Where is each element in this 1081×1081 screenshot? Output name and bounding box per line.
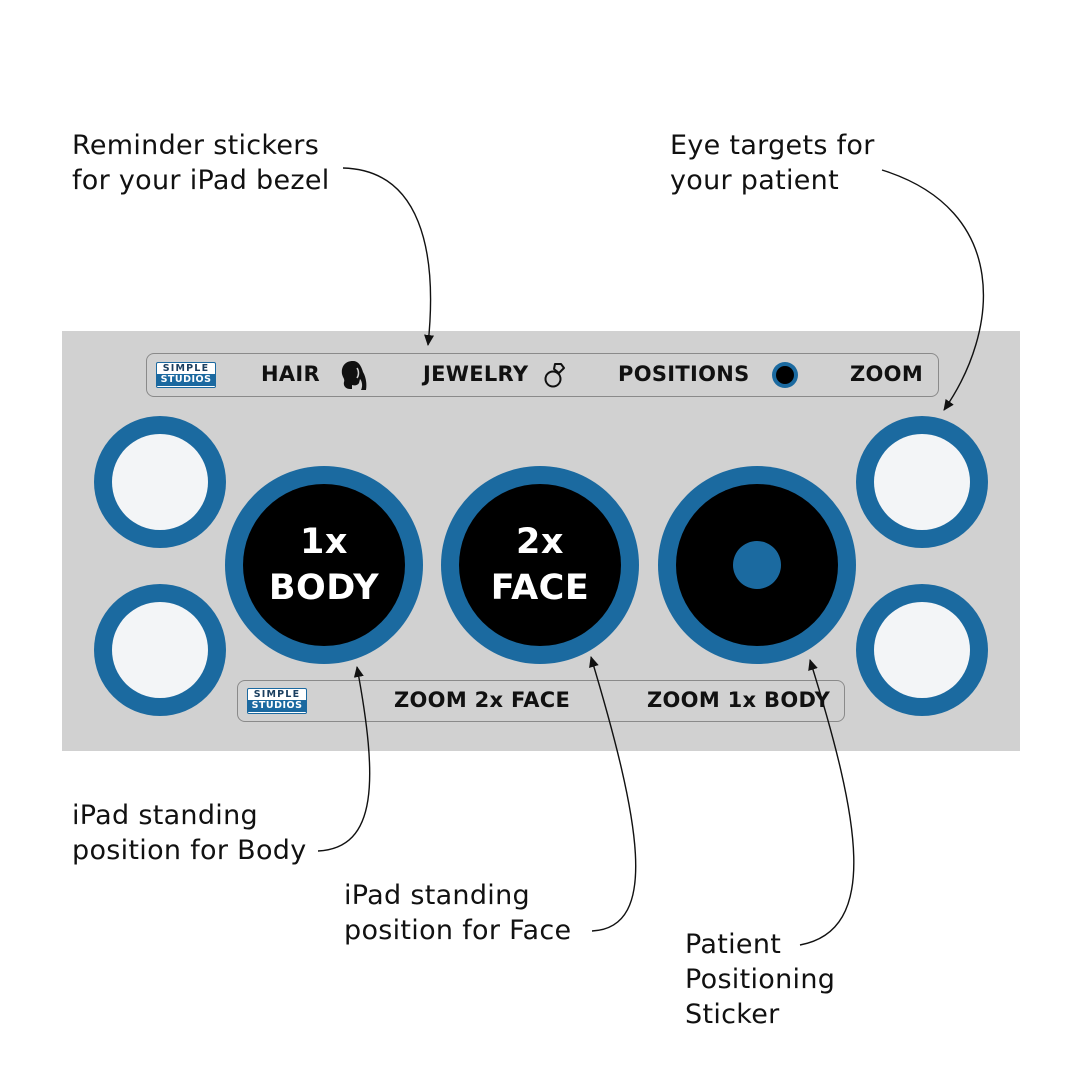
center-dot <box>733 541 781 589</box>
zoom-level-text: 1x <box>300 522 348 562</box>
callout-line: for your iPad bezel <box>72 165 330 196</box>
patient-positioning-sticker <box>658 466 856 664</box>
patient-target-center <box>676 484 838 646</box>
eye-target-right-bottom <box>856 584 988 716</box>
logo-line1: SIMPLE <box>253 689 301 700</box>
callout-reminder-stickers: Reminder stickers for your iPad bezel <box>72 128 330 198</box>
callout-line: iPad standing <box>344 880 530 911</box>
bezel-reminder-strip-top: SIMPLE STUDIOS HAIR JEWELRY POSITIONS ZO… <box>146 353 939 397</box>
zoom-2x-face-label: ZOOM 2x FACE <box>394 688 571 712</box>
body-target-center: 1x BODY <box>243 484 405 646</box>
eye-target-fill <box>874 434 970 530</box>
arrow-face-position <box>589 656 637 932</box>
callout-line: iPad standing <box>72 800 258 831</box>
eye-target-fill <box>112 602 208 698</box>
callout-line: Eye targets for <box>670 130 875 161</box>
callout-line: position for Face <box>344 915 572 946</box>
callout-face-position: iPad standing position for Face <box>344 878 571 948</box>
zoom-label: ZOOM <box>850 362 924 386</box>
eye-target-left-bottom <box>94 584 226 716</box>
position-text: FACE <box>490 568 590 608</box>
position-text: BODY <box>268 568 380 608</box>
zoom-level-text: 2x <box>516 522 564 562</box>
zoom-1x-body-label: ZOOM 1x BODY <box>647 688 831 712</box>
callout-line: Positioning <box>685 964 836 995</box>
logo-line2: STUDIOS <box>157 374 215 386</box>
callout-line: Sticker <box>685 999 780 1030</box>
arrow-reminder <box>342 167 435 346</box>
callout-line: your patient <box>670 165 839 196</box>
callout-line: Patient <box>685 929 782 960</box>
positions-label: POSITIONS <box>618 362 750 386</box>
simple-studios-logo: SIMPLE STUDIOS <box>156 362 216 388</box>
callout-line: position for Body <box>72 835 307 866</box>
logo-line1: SIMPLE <box>162 363 210 374</box>
callout-body-position: iPad standing position for Body <box>72 798 307 868</box>
jewelry-label: JEWELRY <box>423 362 529 386</box>
simple-studios-logo: SIMPLE STUDIOS <box>247 688 307 714</box>
hair-silhouette-icon <box>341 361 367 390</box>
callout-eye-targets: Eye targets for your patient <box>670 128 875 198</box>
logo-line2: STUDIOS <box>248 700 306 712</box>
sticker-sheet-panel: SIMPLE STUDIOS HAIR JEWELRY POSITIONS ZO… <box>62 331 1020 751</box>
callout-patient-sticker: Patient Positioning Sticker <box>685 927 835 1032</box>
eye-target-left-top <box>94 416 226 548</box>
callout-line: Reminder stickers <box>72 130 320 161</box>
eye-target-right-top <box>856 416 988 548</box>
arrow-body-position <box>317 666 371 852</box>
arrow-patient-sticker <box>799 659 855 946</box>
bezel-reminder-strip-bottom: SIMPLE STUDIOS ZOOM 2x FACE ZOOM 1x BODY <box>237 680 845 722</box>
ring-icon <box>544 363 565 388</box>
eye-target-fill <box>112 434 208 530</box>
target-dot-icon <box>772 362 798 388</box>
arrow-eye-targets <box>881 169 985 411</box>
eye-target-fill <box>874 602 970 698</box>
hair-label: HAIR <box>261 362 321 386</box>
face-position-target: 2x FACE <box>441 466 639 664</box>
face-target-center: 2x FACE <box>459 484 621 646</box>
body-position-target: 1x BODY <box>225 466 423 664</box>
